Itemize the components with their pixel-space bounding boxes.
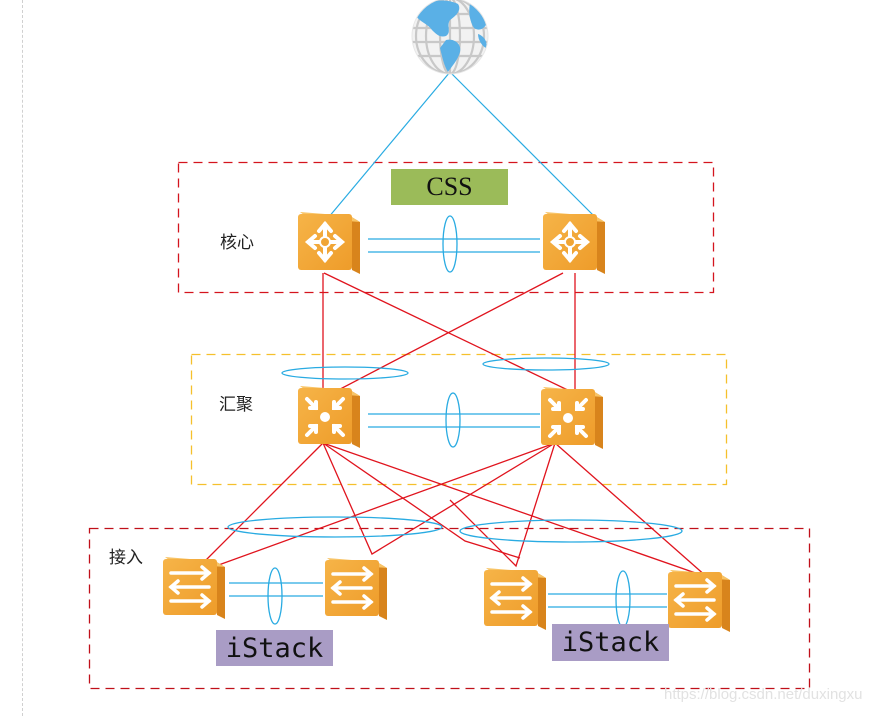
agg-stack-ring xyxy=(445,392,461,448)
istack-label-1: iStack xyxy=(216,630,333,666)
layer-label-access: 接入 xyxy=(109,548,143,568)
aggregation-layer-box xyxy=(190,353,728,486)
link-agg-1-acc-1 xyxy=(190,442,324,576)
uplink-internet-core-1 xyxy=(327,71,451,219)
link-agg-1-acc-4 xyxy=(322,442,708,578)
link-agg-2-acc-4 xyxy=(554,442,708,578)
globe-icon xyxy=(411,0,489,75)
page-margin-line xyxy=(22,0,23,716)
link-agg-2-acc-1 xyxy=(190,442,556,576)
link-core-1-agg-2 xyxy=(323,272,577,395)
access-switch-icon[interactable] xyxy=(163,557,225,619)
agg-1-uplink-ring xyxy=(281,366,409,380)
istack-label-2: iStack xyxy=(552,624,669,661)
core-switch-icon[interactable] xyxy=(543,212,605,274)
aggregation-switch-icon[interactable] xyxy=(541,387,603,449)
access-switch-icon[interactable] xyxy=(668,570,730,632)
core-switch-icon[interactable] xyxy=(298,212,360,274)
aggregation-switch-icon[interactable] xyxy=(298,386,360,448)
access-switch-icon[interactable] xyxy=(484,568,546,630)
access-switch-icon[interactable] xyxy=(325,558,387,620)
agg-2-uplink-ring xyxy=(482,357,610,371)
core-stack-ring xyxy=(442,215,458,273)
core-layer-box xyxy=(177,161,715,294)
link-agg-2-acc-3 xyxy=(449,442,556,568)
layer-label-core: 核心 xyxy=(220,233,254,253)
link-agg-1-acc-2-path xyxy=(322,442,556,555)
acc-stack-2-ring xyxy=(615,570,631,628)
link-core-2-agg-1 xyxy=(322,272,564,399)
css-cluster-label: CSS xyxy=(391,169,508,205)
uplink-internet-core-2 xyxy=(449,71,597,219)
acc-group-1-uplink-ring xyxy=(227,516,443,538)
watermark: https://blog.csdn.net/duxingxu xyxy=(664,686,863,703)
access-layer-box xyxy=(88,527,811,690)
acc-group-2-uplink-ring xyxy=(459,519,683,543)
layer-label-aggregation: 汇聚 xyxy=(219,395,253,415)
